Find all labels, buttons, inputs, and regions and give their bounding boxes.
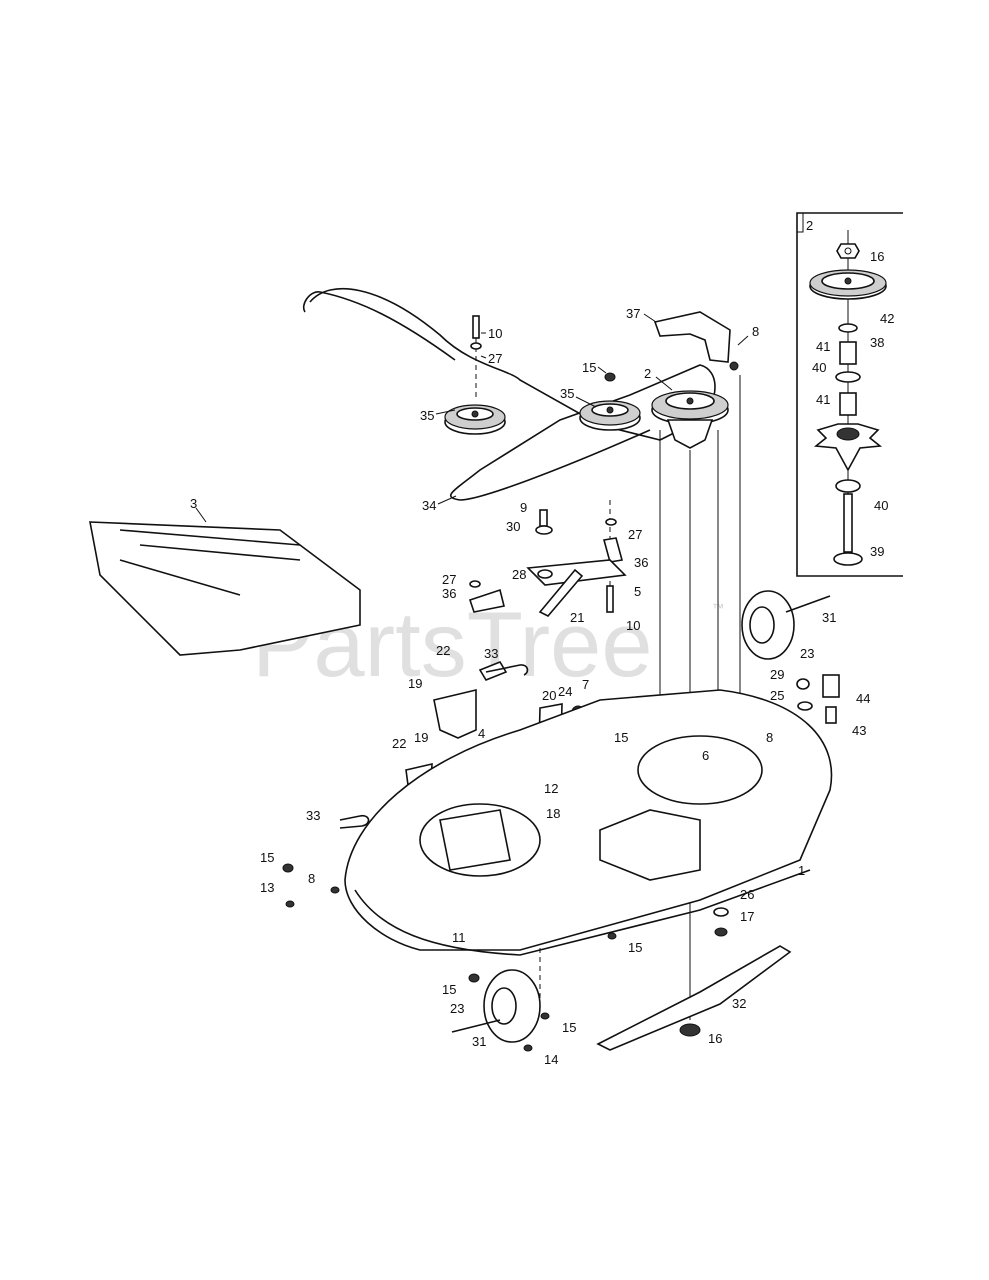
drive-belt xyxy=(302,287,716,501)
callout-40: 40 xyxy=(812,360,826,375)
callout-15: 15 xyxy=(562,1020,576,1035)
callout-12: 12 xyxy=(544,781,558,796)
callout-26: 26 xyxy=(740,887,754,902)
callout-33: 33 xyxy=(306,808,320,823)
callout-14: 14 xyxy=(544,1052,558,1067)
callout-6: 6 xyxy=(702,748,709,763)
callout-15: 15 xyxy=(442,982,456,997)
mower-blade xyxy=(596,945,792,1051)
idler-pulley-left xyxy=(444,404,506,435)
callout-33: 33 xyxy=(484,646,498,661)
callout-5: 5 xyxy=(634,584,641,599)
callout-25: 25 xyxy=(770,688,784,703)
callout-15: 15 xyxy=(260,850,274,865)
callout-7: 7 xyxy=(582,677,589,692)
spindle-inset: 2 xyxy=(796,212,903,577)
callout-3: 3 xyxy=(190,496,197,511)
callout-19: 19 xyxy=(414,730,428,745)
spindle-pulley xyxy=(651,390,729,449)
mower-deck xyxy=(344,689,833,956)
callout-44: 44 xyxy=(856,691,870,706)
callout-17: 17 xyxy=(740,909,754,924)
callout-8: 8 xyxy=(752,324,759,339)
callout-23: 23 xyxy=(450,1001,464,1016)
callout-19: 19 xyxy=(408,676,422,691)
callout-22: 22 xyxy=(436,643,450,658)
callout-42: 42 xyxy=(880,311,894,326)
idler-pulley-center xyxy=(579,400,641,431)
callout-35: 35 xyxy=(420,408,434,423)
callout-11: 11 xyxy=(452,930,466,945)
discharge-chute xyxy=(89,521,361,656)
callout-10: 10 xyxy=(626,618,640,633)
callout-36: 36 xyxy=(634,555,648,570)
callout-15: 15 xyxy=(582,360,596,375)
callout-18: 18 xyxy=(546,806,560,821)
callout-27: 27 xyxy=(628,527,642,542)
callout-23: 23 xyxy=(800,646,814,661)
callout-35: 35 xyxy=(560,386,574,401)
callout-24: 24 xyxy=(558,684,572,699)
callout-16: 16 xyxy=(708,1031,722,1046)
callout-2: 2 xyxy=(644,366,651,381)
callout-13: 13 xyxy=(260,880,274,895)
callout-4: 4 xyxy=(478,726,485,741)
callout-40: 40 xyxy=(874,498,888,513)
gauge-wheel-left xyxy=(451,969,541,1043)
callout-31: 31 xyxy=(472,1034,486,1049)
callout-10: 10 xyxy=(488,326,502,341)
callout-41: 41 xyxy=(816,392,830,407)
callout-8: 8 xyxy=(308,871,315,886)
callout-30: 30 xyxy=(506,519,520,534)
inset-label: 2 xyxy=(806,218,813,233)
callout-21: 21 xyxy=(570,610,584,625)
callout-29: 29 xyxy=(770,667,784,682)
callout-39: 39 xyxy=(870,544,884,559)
callout-22: 22 xyxy=(392,736,406,751)
callout-28: 28 xyxy=(512,567,526,582)
callout-16: 16 xyxy=(870,249,884,264)
callout-37: 37 xyxy=(626,306,640,321)
leader-lines xyxy=(195,313,749,523)
callout-9: 9 xyxy=(520,500,527,515)
callout-27: 27 xyxy=(488,351,502,366)
callout-41: 41 xyxy=(816,339,830,354)
callout-8: 8 xyxy=(766,730,773,745)
callout-15: 15 xyxy=(614,730,628,745)
callout-20: 20 xyxy=(542,688,556,703)
gauge-wheel-right xyxy=(741,590,831,660)
callout-36: 36 xyxy=(442,586,456,601)
callout-43: 43 xyxy=(852,723,866,738)
callout-31: 31 xyxy=(822,610,836,625)
pulley-bracket xyxy=(653,311,739,371)
callout-32: 32 xyxy=(732,996,746,1011)
callout-38: 38 xyxy=(870,335,884,350)
callout-labels: 10 27 15 35 35 2 37 8 34 3 9 30 27 36 28… xyxy=(190,249,894,1067)
callout-1: 1 xyxy=(798,863,805,878)
callout-15: 15 xyxy=(628,940,642,955)
callout-27: 27 xyxy=(442,572,456,587)
callout-34: 34 xyxy=(422,498,436,513)
